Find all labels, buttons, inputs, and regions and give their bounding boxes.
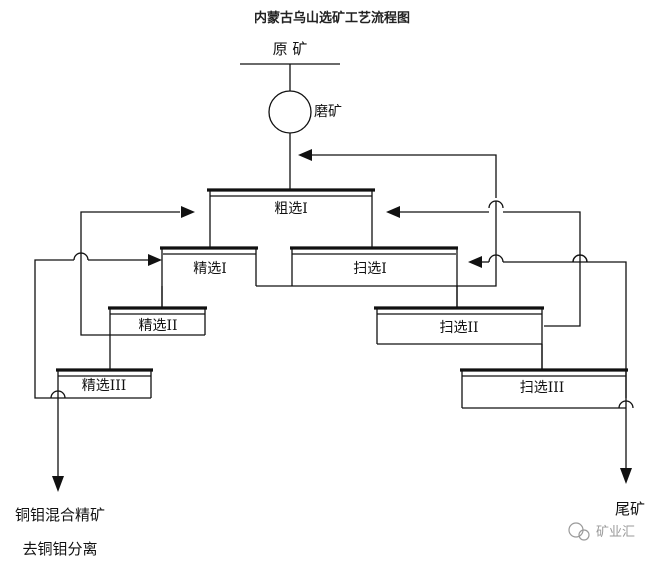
cleaner-3-label: 精选III xyxy=(82,378,127,394)
cleaner-3-cell: 精选III xyxy=(56,368,153,399)
scavenger3-return-line xyxy=(503,261,627,398)
scavenger-3-cell: 扫选III xyxy=(460,368,628,409)
return-arrow-cleaner1 xyxy=(148,254,162,266)
diagram-title: 内蒙古乌山选矿工艺流程图 xyxy=(254,10,410,26)
scavenger-3-label: 扫选III xyxy=(520,380,565,396)
line-crossing-hop-3 xyxy=(73,252,89,261)
cleaner-2-cell: 精选II xyxy=(108,306,207,336)
concentrate-label: 铜钼混合精矿 xyxy=(15,506,105,524)
wechat-icon xyxy=(568,522,584,538)
watermark-text: 矿业汇 xyxy=(596,525,635,540)
grinding-label: 磨矿 xyxy=(314,104,342,120)
rougher-1-cell: 粗选I xyxy=(207,188,375,248)
concentrate-output-arrow xyxy=(52,476,64,492)
tailings-label: 尾矿 xyxy=(615,500,645,518)
return-arrow-scavenger1 xyxy=(468,256,482,268)
return-arrow-rougher-left xyxy=(181,206,195,218)
tailings-output-arrow xyxy=(620,468,632,484)
scavenger-2-cell: 扫选II xyxy=(374,306,544,370)
rougher-1-label: 粗选I xyxy=(274,201,308,217)
cleaner-2-label: 精选II xyxy=(138,318,177,334)
scavenger-1-cell: 扫选I xyxy=(290,246,458,308)
cleaner-1-label: 精选I xyxy=(193,261,227,277)
cleaner2-tails-return-line xyxy=(80,211,180,336)
scavenger-2-label: 扫选II xyxy=(439,320,478,336)
scavenger2-return-line xyxy=(503,211,581,327)
feed-label: 原 矿 xyxy=(273,40,308,58)
scavenger1-return-line-a xyxy=(457,208,497,287)
cleaner-1-cell: 精选I xyxy=(160,246,258,308)
concentrate-destination-label: 去铜钼分离 xyxy=(22,540,97,558)
return-arrow-top xyxy=(298,149,312,161)
grinding-mill xyxy=(268,90,312,134)
scavenger1-return-line-b xyxy=(310,154,497,198)
line-crossing-hop-2 xyxy=(572,254,588,263)
scavenger-1-label: 扫选I xyxy=(353,261,387,277)
cleaner3-tails-return-line xyxy=(34,259,74,399)
watermark: 矿业汇 xyxy=(568,522,635,541)
return-arrow-rougher-right xyxy=(386,206,400,218)
